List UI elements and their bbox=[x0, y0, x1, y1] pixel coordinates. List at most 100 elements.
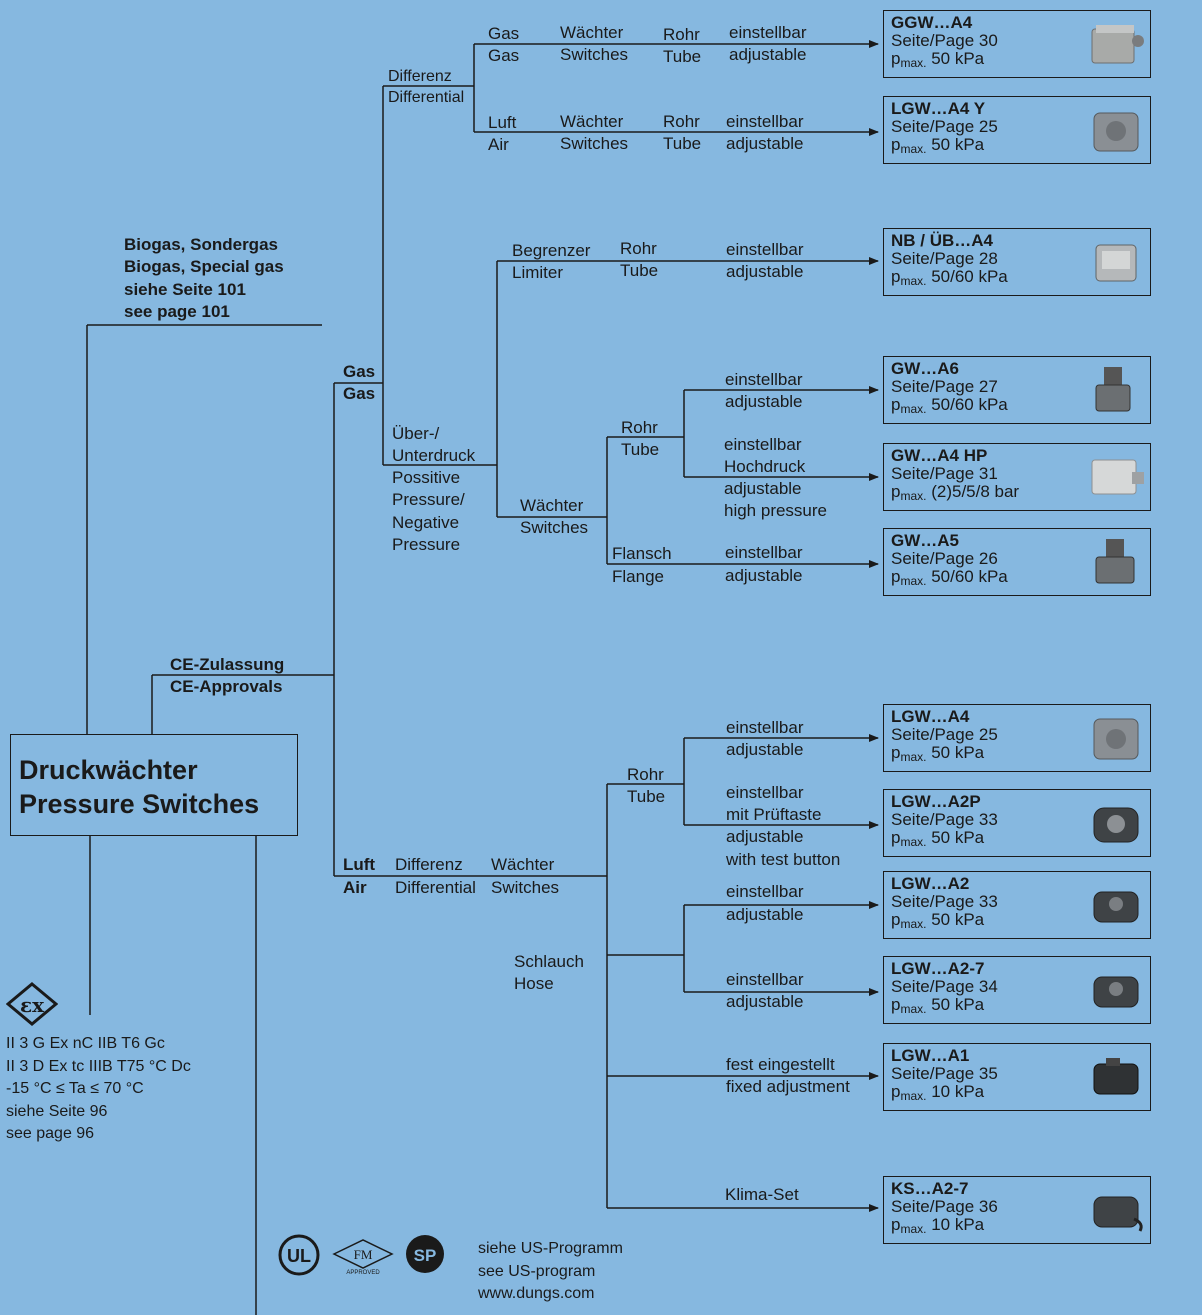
positive-en: Possitive bbox=[392, 468, 461, 487]
adjustable-en: adjustable bbox=[726, 262, 804, 281]
product-page: Seite/Page 35 bbox=[891, 1064, 998, 1083]
adjustable-en: adjustable bbox=[726, 992, 804, 1011]
klima-set: Klima-Set bbox=[725, 1185, 799, 1204]
main-title-en: Pressure Switches bbox=[19, 789, 260, 819]
adjustable-en: adjustable bbox=[729, 45, 807, 64]
product-box-ks-a2-7: KS…A2-7 Seite/Page 36 pmax. 10 kPa bbox=[883, 1176, 1151, 1244]
biogas-see-de: siehe Seite 101 bbox=[124, 280, 246, 299]
product-pmax: pmax. 50 kPa bbox=[891, 135, 985, 156]
rohr-de: Rohr bbox=[663, 25, 700, 44]
tube-en: Tube bbox=[620, 261, 659, 280]
flange-en: Flange bbox=[612, 567, 664, 586]
atex-line-1: II 3 G Ex nC IIB T6 Gc bbox=[6, 1035, 165, 1052]
einstellbar-de: einstellbar bbox=[726, 112, 804, 131]
product-pmax: pmax. 50/60 kPa bbox=[891, 395, 1008, 416]
luft-medium-de: Luft bbox=[488, 113, 517, 132]
device-image-icon bbox=[1091, 459, 1144, 495]
hose-en: Hose bbox=[514, 974, 554, 993]
fm-approved-logo-icon: FM APPROVED bbox=[332, 1239, 394, 1276]
atex-line-3: -15 °C ≤ Ta ≤ 70 °C bbox=[6, 1080, 144, 1097]
fest-eingestellt-de: fest eingestellt bbox=[726, 1055, 835, 1074]
einstellbar-de: einstellbar bbox=[726, 718, 804, 737]
device-image-icon bbox=[1093, 891, 1139, 923]
switches-en: Switches bbox=[520, 518, 589, 537]
product-box-gw-a4-hp: GW…A4 HP Seite/Page 31 pmax. (2)5/5/8 ba… bbox=[883, 443, 1151, 511]
schlauch-de: Schlauch bbox=[514, 952, 584, 971]
product-box-lgw-a4: LGW…A4 Seite/Page 25 pmax. 50 kPa bbox=[883, 704, 1151, 772]
product-pmax: pmax. 50 kPa bbox=[891, 995, 985, 1016]
product-page: Seite/Page 25 bbox=[891, 117, 998, 136]
product-page: Seite/Page 34 bbox=[891, 977, 998, 996]
main-title-box: Druckwächter Pressure Switches bbox=[10, 734, 298, 836]
product-page: Seite/Page 33 bbox=[891, 892, 998, 911]
device-image-icon bbox=[1093, 807, 1139, 843]
product-page: Seite/Page 31 bbox=[891, 464, 998, 483]
product-page: Seite/Page 30 bbox=[891, 31, 998, 50]
product-box-lgw-a1: LGW…A1 Seite/Page 35 pmax. 10 kPa bbox=[883, 1043, 1151, 1111]
product-name: NB / ÜB…A4 bbox=[891, 231, 994, 250]
differential-en: Differential bbox=[395, 878, 476, 897]
product-page: Seite/Page 36 bbox=[891, 1197, 998, 1216]
product-pmax: pmax. 10 kPa bbox=[891, 1082, 985, 1103]
atex-line-4: siehe Seite 96 bbox=[6, 1103, 108, 1120]
product-name: GW…A5 bbox=[891, 531, 959, 550]
air-label-en: Air bbox=[343, 878, 367, 897]
einstellbar-de: einstellbar bbox=[724, 435, 802, 454]
svg-text:FM: FM bbox=[354, 1247, 373, 1262]
product-pmax: pmax. 50/60 kPa bbox=[891, 267, 1008, 288]
product-page: Seite/Page 28 bbox=[891, 249, 998, 268]
gas-label-en: Gas bbox=[343, 384, 376, 403]
adjustable-en: adjustable bbox=[725, 566, 803, 585]
ce-approval-en: CE-Approvals bbox=[170, 677, 283, 696]
product-box-lgw-a2: LGW…A2 Seite/Page 33 pmax. 50 kPa bbox=[883, 871, 1151, 939]
product-pmax: pmax. 50 kPa bbox=[891, 910, 985, 931]
unterdruck-de: Unterdruck bbox=[392, 446, 476, 465]
pressure-en: Pressure/ bbox=[392, 490, 465, 509]
device-image-icon bbox=[1095, 367, 1131, 412]
device-image-icon bbox=[1093, 976, 1139, 1008]
waechter-de: Wächter bbox=[520, 496, 584, 515]
atex-line-2: II 3 D Ex tc IIIB T75 °C Dc bbox=[6, 1058, 191, 1075]
adjustable-en: adjustable bbox=[726, 134, 804, 153]
main-title-de: Druckwächter bbox=[19, 755, 198, 785]
adjustable-en: adjustable bbox=[726, 827, 804, 846]
ex-atex-icon: εx bbox=[6, 982, 58, 1026]
product-page: Seite/Page 27 bbox=[891, 377, 998, 396]
begrenzer-de: Begrenzer bbox=[512, 241, 591, 260]
us-program-en: see US-program bbox=[478, 1263, 596, 1280]
svg-text:APPROVED: APPROVED bbox=[346, 1270, 380, 1276]
product-pmax: pmax. 50/60 kPa bbox=[891, 567, 1008, 588]
einstellbar-de: einstellbar bbox=[729, 23, 807, 42]
rohr-de: Rohr bbox=[620, 239, 657, 258]
waechter-de: Wächter bbox=[560, 23, 624, 42]
adjustable-en: adjustable bbox=[726, 905, 804, 924]
einstellbar-de: einstellbar bbox=[726, 783, 804, 802]
gas-label-de: Gas bbox=[343, 362, 376, 381]
product-name: LGW…A4 bbox=[891, 707, 970, 726]
dungs-website-link[interactable]: www.dungs.com bbox=[478, 1285, 595, 1302]
product-box-lgw-a2-7: LGW…A2-7 Seite/Page 34 pmax. 50 kPa bbox=[883, 956, 1151, 1024]
device-image-icon bbox=[1091, 25, 1144, 64]
product-pmax: pmax. (2)5/5/8 bar bbox=[891, 482, 1020, 503]
ce-approval-de: CE-Zulassung bbox=[170, 655, 285, 674]
differenz-de: Differenz bbox=[388, 68, 452, 85]
product-box-lgw-a2p: LGW…A2P Seite/Page 33 pmax. 50 kPa bbox=[883, 789, 1151, 857]
device-image-icon bbox=[1093, 112, 1139, 152]
gas-medium-de: Gas bbox=[488, 24, 520, 43]
csa-logo-icon: SP bbox=[406, 1235, 444, 1273]
waechter-de: Wächter bbox=[560, 112, 624, 131]
einstellbar-de: einstellbar bbox=[726, 240, 804, 259]
product-box-gw-a5: GW…A5 Seite/Page 26 pmax. 50/60 kPa bbox=[883, 528, 1151, 596]
luft-label-de: Luft bbox=[343, 855, 376, 874]
hochdruck-de: Hochdruck bbox=[724, 457, 806, 476]
biogas-see-en: see page 101 bbox=[124, 302, 230, 321]
product-box-ggw-a4: GGW…A4 Seite/Page 30 pmax. 50 kPa bbox=[883, 10, 1151, 78]
einstellbar-de: einstellbar bbox=[725, 370, 803, 389]
adjustable-en: adjustable bbox=[726, 740, 804, 759]
negative-en: Negative bbox=[392, 513, 460, 532]
product-pmax: pmax. 50 kPa bbox=[891, 828, 985, 849]
svg-text:εx: εx bbox=[20, 993, 45, 1017]
product-name: GW…A6 bbox=[891, 359, 959, 378]
pressure2-en: Pressure bbox=[392, 535, 461, 554]
product-page: Seite/Page 26 bbox=[891, 549, 998, 568]
